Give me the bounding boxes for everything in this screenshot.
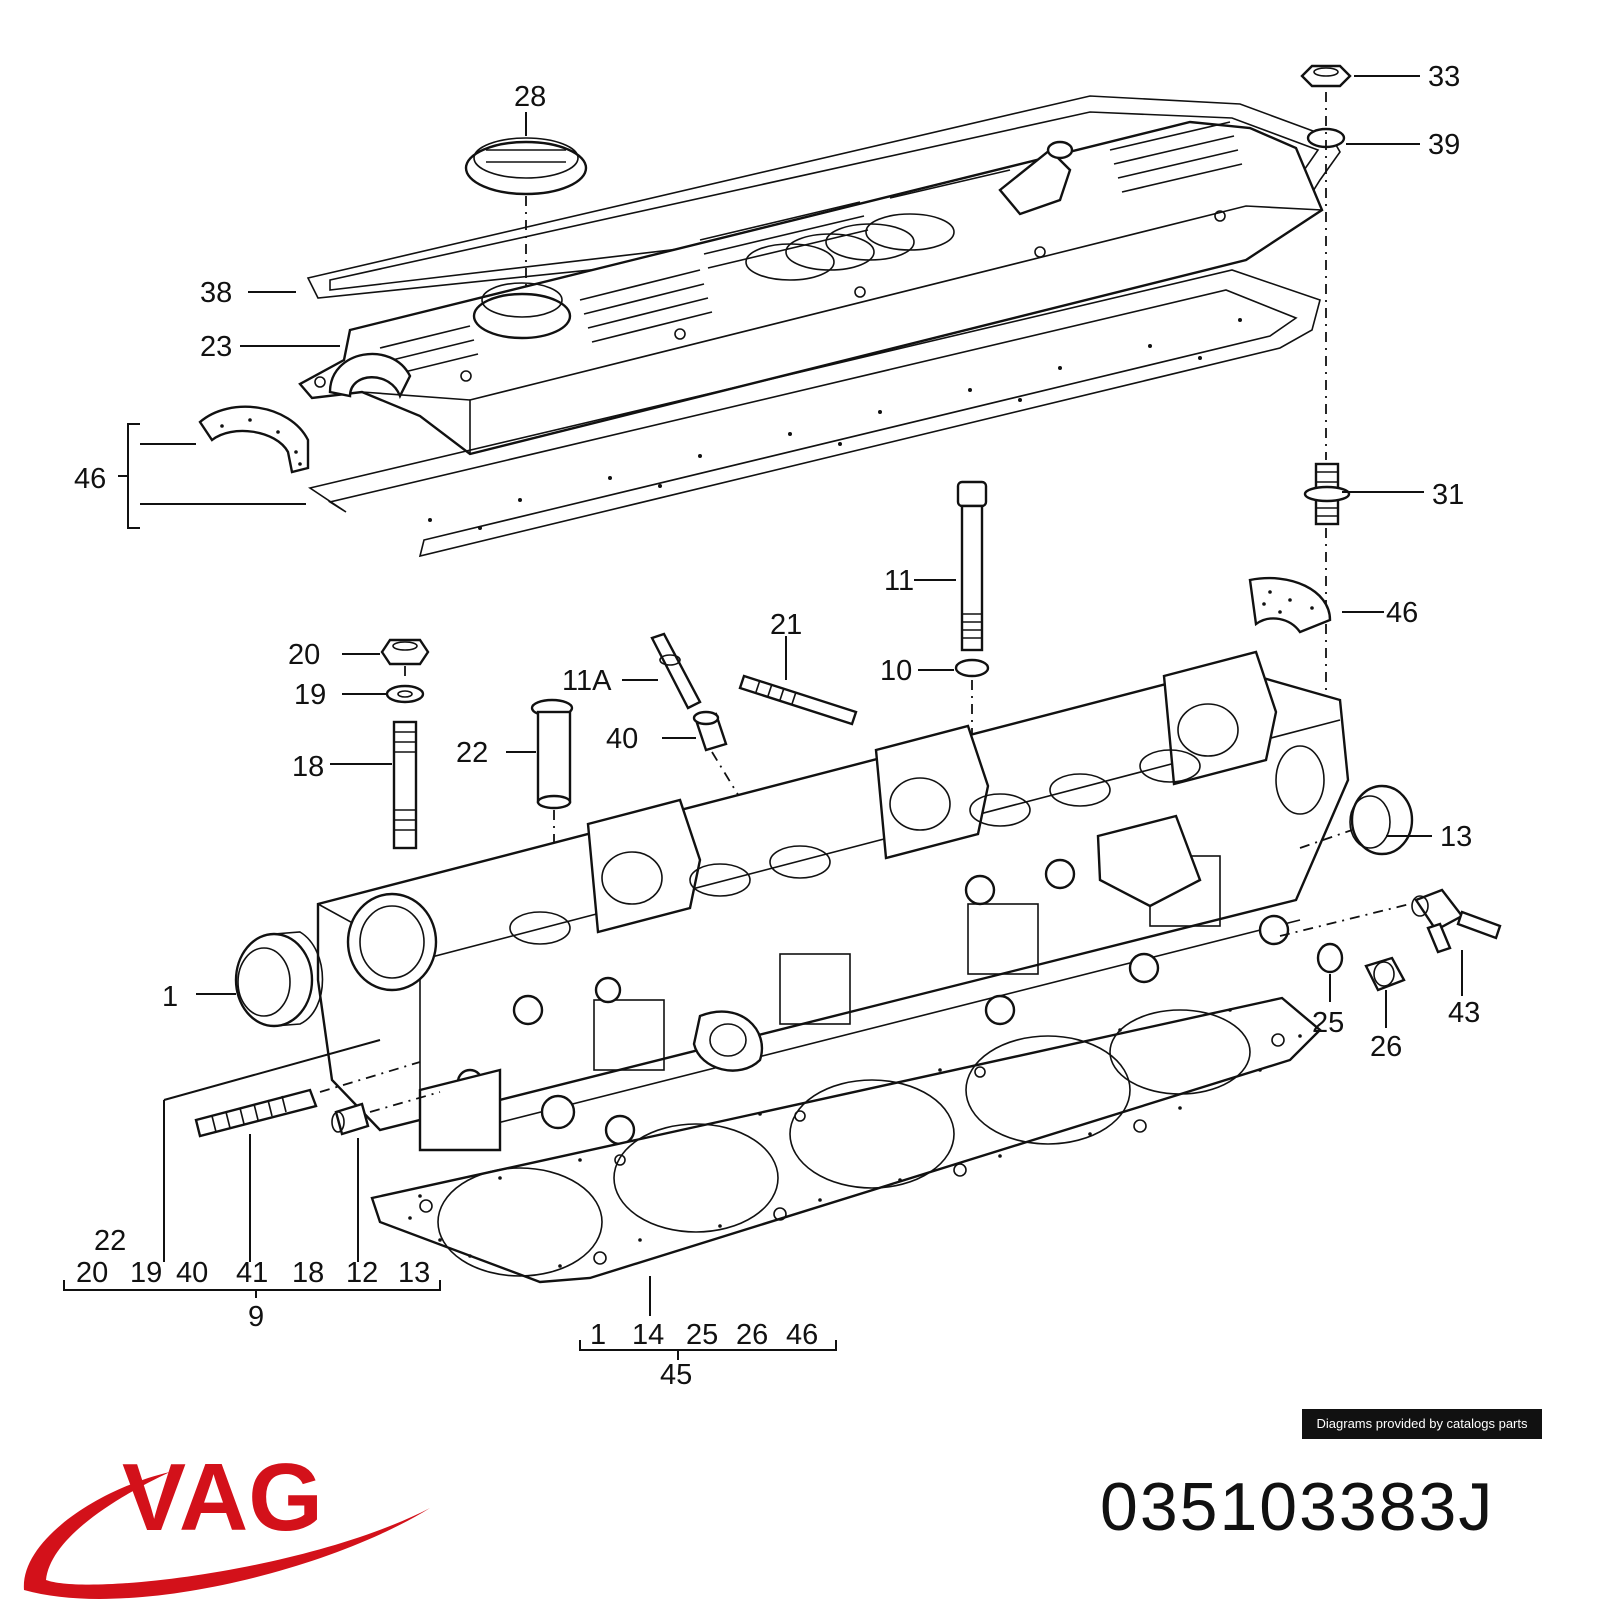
callout-31: 31 — [1432, 479, 1464, 511]
group9-total: 9 — [248, 1301, 264, 1333]
group9-item: 19 — [130, 1257, 162, 1289]
bolt-26 — [1364, 956, 1406, 992]
stud-18 — [392, 720, 418, 850]
washer-10 — [954, 658, 990, 678]
half-moon-seal-right — [1248, 576, 1332, 634]
stud-21 — [738, 674, 858, 726]
group9-top: 22 — [94, 1225, 126, 1257]
callout-10: 10 — [880, 655, 912, 687]
gasket-dots — [428, 318, 1242, 530]
group9-item: 13 — [398, 1257, 430, 1289]
callout-13: 13 — [1440, 821, 1472, 853]
callout-28: 28 — [514, 81, 546, 113]
group45-item: 25 — [686, 1319, 718, 1351]
logo-wordmark: VAG — [122, 1444, 323, 1551]
group45-item: 46 — [786, 1319, 818, 1351]
callout-19: 19 — [294, 679, 326, 711]
valve-cover — [298, 120, 1324, 456]
callout-25: 25 — [1312, 1007, 1344, 1039]
plug-12 — [331, 1102, 370, 1136]
head-gasket-dots — [408, 1008, 1302, 1268]
group9-item: 40 — [176, 1257, 208, 1289]
callout-18: 18 — [292, 751, 324, 783]
group-45-labels: 1 14 25 26 46 45 — [590, 1319, 818, 1391]
stud-31 — [1303, 462, 1351, 526]
oil-filler-cap — [464, 137, 588, 196]
group45-total: 45 — [660, 1359, 692, 1391]
stud-41 — [194, 1088, 318, 1138]
callout-26: 26 — [1370, 1031, 1402, 1063]
callout-46-right: 46 — [1386, 597, 1418, 629]
callout-11: 11 — [884, 565, 914, 597]
callout-1: 1 — [162, 981, 178, 1013]
part-number: 035103383J — [1100, 1469, 1495, 1545]
callout-33: 33 — [1428, 61, 1460, 93]
washer-25 — [1316, 942, 1344, 974]
callout-46-left: 46 — [74, 463, 106, 495]
group9-item: 41 — [236, 1257, 268, 1289]
group9-item: 20 — [76, 1257, 108, 1289]
group45-item: 26 — [736, 1319, 768, 1351]
cylinder-head — [316, 650, 1350, 1152]
stud-41-centerline — [319, 1061, 421, 1093]
callout-21: 21 — [770, 609, 802, 641]
nut-33 — [1300, 64, 1352, 88]
valve-guide-22 — [530, 698, 574, 810]
group9-item: 18 — [292, 1257, 324, 1289]
callout-43: 43 — [1448, 997, 1480, 1029]
callout-40: 40 — [606, 723, 638, 755]
group45-item: 14 — [632, 1319, 664, 1351]
valve-stem-seal-40 — [692, 710, 728, 752]
callout-39: 39 — [1428, 129, 1460, 161]
leader-lines — [63, 75, 1463, 1360]
logo-swoosh — [23, 1472, 431, 1599]
callout-22: 22 — [456, 737, 488, 769]
callout-11a: 11A — [562, 665, 612, 697]
temperature-sender-43 — [1411, 888, 1502, 954]
seal-dots-left — [220, 418, 302, 466]
callout-23: 23 — [200, 331, 232, 363]
lower-gasket — [308, 269, 1321, 558]
head-gasket-14 — [370, 996, 1322, 1284]
nut-20 — [380, 638, 430, 666]
callouts: 28 33 39 38 23 46 31 11 46 20 19 18 21 1… — [74, 61, 1480, 1063]
diagram-credit-badge: Diagrams provided by catalogs parts — [1302, 1409, 1542, 1439]
seal-plug-13 — [1349, 784, 1414, 856]
seal-dots-right — [1262, 590, 1314, 614]
cylinder-head-bolt-11 — [956, 480, 988, 652]
washer-19 — [385, 684, 425, 704]
valve-stem-seal-11a — [650, 632, 702, 710]
valve-cover-gasket-inner — [329, 111, 1320, 291]
group9-item: 12 — [346, 1257, 378, 1289]
oil-seal-1 — [234, 931, 324, 1028]
vag-logo: VAG — [23, 1444, 431, 1599]
plug-centerline — [1299, 829, 1353, 849]
group-9-labels: 22 20 19 40 41 18 12 13 9 — [76, 1225, 430, 1333]
callout-20: 20 — [288, 639, 320, 671]
group45-item: 1 — [590, 1319, 606, 1351]
callout-38: 38 — [200, 277, 232, 309]
half-moon-seal-left — [198, 405, 310, 474]
